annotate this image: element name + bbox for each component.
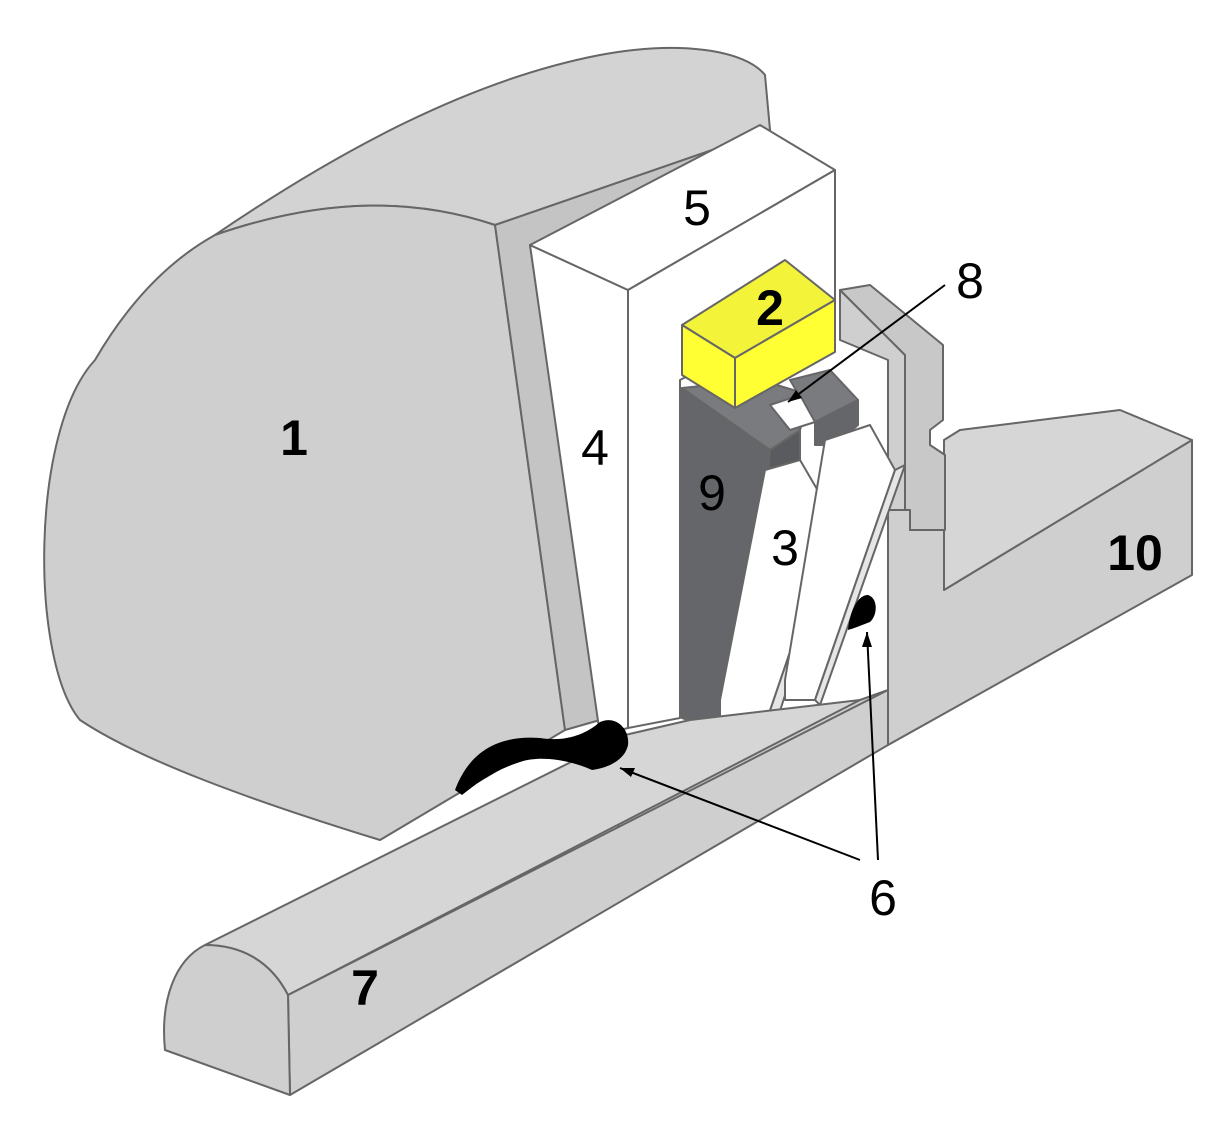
label-part-5: 5 — [683, 180, 711, 236]
part-3-plates — [719, 424, 906, 743]
part-8-leader — [787, 284, 946, 403]
part-6-arrowhead-right — [862, 632, 872, 647]
part-2-yellow-block — [681, 259, 836, 409]
part-10-stepped-block — [839, 284, 1193, 746]
part-10-upper-step — [839, 284, 946, 531]
part-6-arrowhead-left — [620, 768, 635, 777]
part-6-weld-left — [455, 720, 629, 795]
part-8-white-strip — [769, 394, 816, 431]
label-part-9: 9 — [698, 465, 726, 521]
label-part-6: 6 — [869, 870, 897, 926]
part-1-front-face — [43, 204, 566, 841]
part-6-welds — [455, 595, 876, 795]
part-6-leader-right — [866, 631, 879, 861]
label-part-7: 7 — [351, 960, 379, 1016]
part-7-rail — [163, 689, 889, 1096]
part-8-arrowhead — [788, 390, 802, 402]
leader-lines — [619, 284, 946, 861]
part-6-weld-right — [848, 595, 876, 630]
label-part-3: 3 — [771, 520, 799, 576]
label-part-2: 2 — [756, 280, 784, 336]
label-part-8: 8 — [956, 253, 984, 309]
label-part-1: 1 — [280, 410, 308, 466]
label-part-10: 10 — [1107, 525, 1163, 581]
part-2-side-face — [734, 299, 836, 409]
label-part-4: 4 — [581, 420, 609, 476]
part-6-leader-left — [619, 767, 861, 861]
part-7-end-face — [163, 944, 291, 1096]
part-1-housing — [43, 47, 771, 841]
part-labels: 1 2 3 4 5 6 7 8 9 10 — [280, 180, 1163, 1016]
